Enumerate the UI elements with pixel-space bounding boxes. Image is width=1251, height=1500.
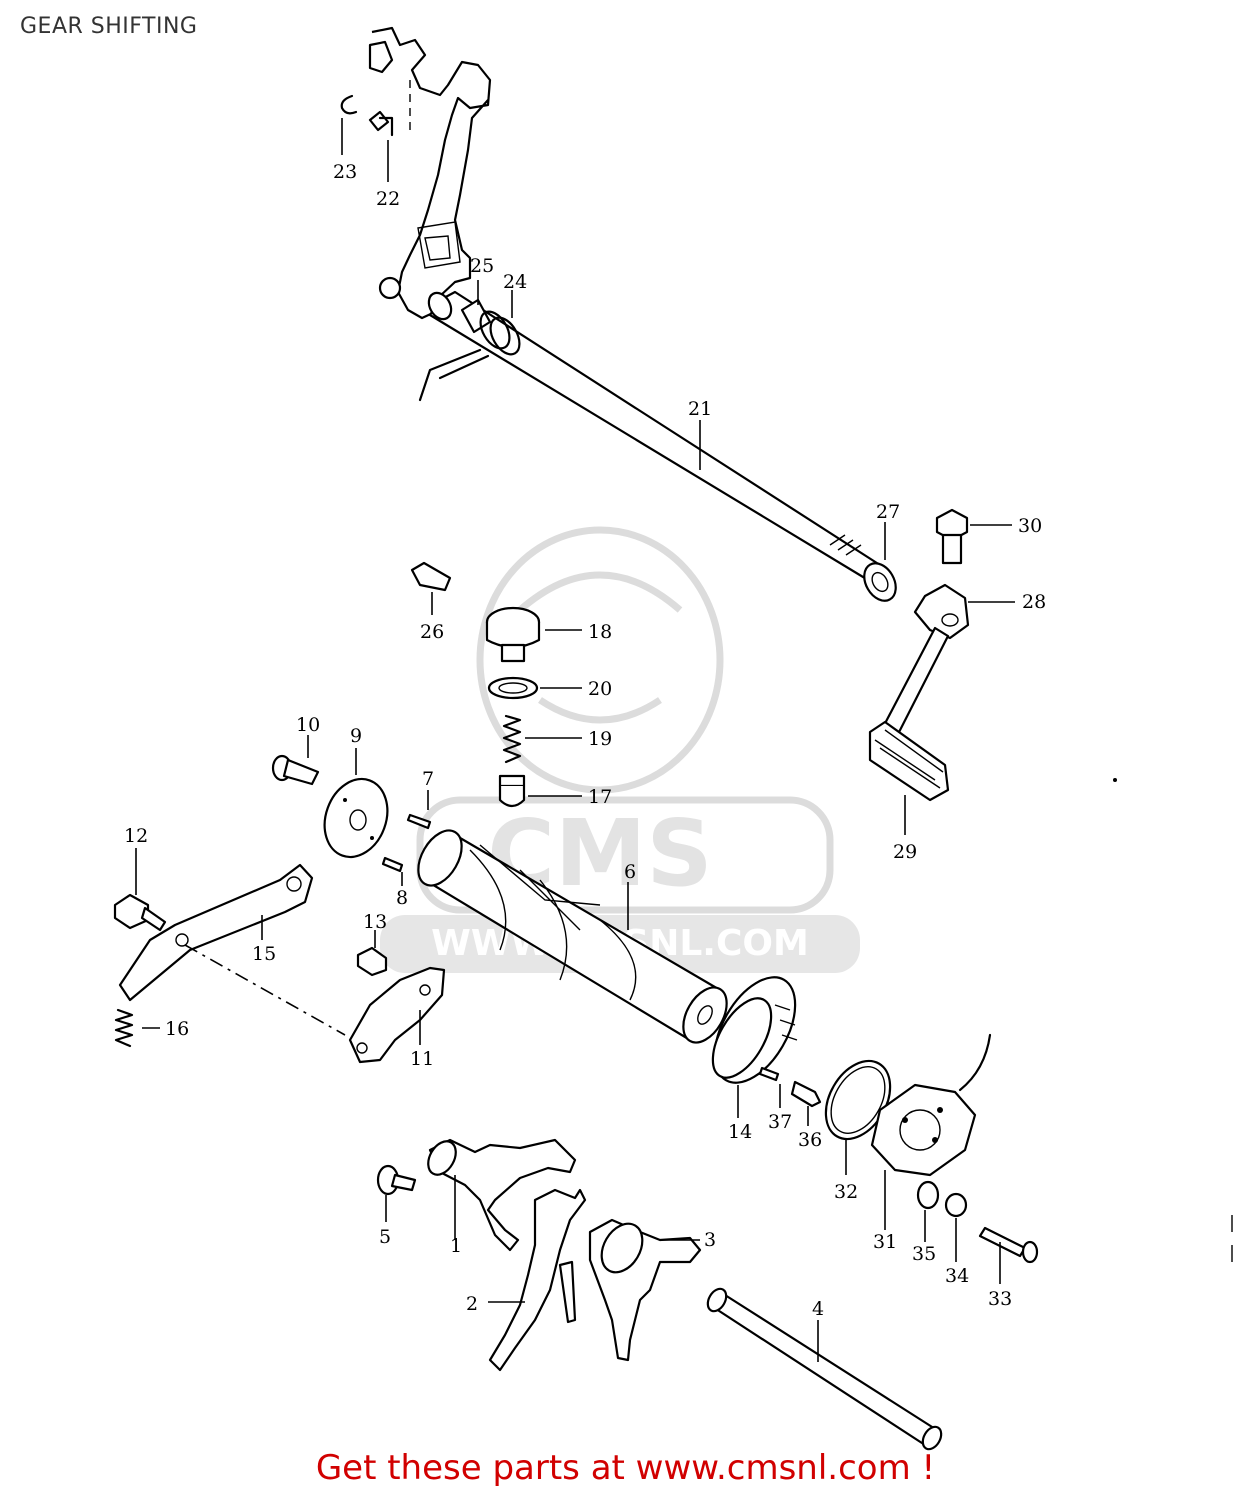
part-7-pin bbox=[406, 790, 432, 830]
part-33-screw bbox=[978, 1226, 1039, 1284]
callout-22: 22 bbox=[376, 188, 400, 210]
part-10-screw bbox=[271, 735, 320, 786]
part-23-circlip bbox=[340, 94, 358, 155]
callout-27: 27 bbox=[876, 501, 900, 523]
callout-10: 10 bbox=[296, 714, 320, 736]
part-16-spring bbox=[114, 1008, 160, 1048]
part-11-cam-driven-gear bbox=[348, 966, 446, 1064]
callout-7: 7 bbox=[422, 768, 434, 790]
part-28-gearshift-lever bbox=[878, 583, 1015, 742]
part-36-switch-contact bbox=[790, 1080, 822, 1126]
part-34-nut bbox=[944, 1192, 968, 1262]
part-21-gearshift-shaft bbox=[427, 290, 882, 582]
callout-20: 20 bbox=[588, 678, 612, 700]
part-2-shift-fork bbox=[488, 1188, 587, 1372]
callout-34: 34 bbox=[945, 1265, 969, 1287]
part-13-screw bbox=[356, 930, 388, 977]
callout-32: 32 bbox=[834, 1181, 858, 1203]
callout-8: 8 bbox=[396, 887, 408, 909]
part-27-oil-seal bbox=[863, 522, 897, 602]
callout-21: 21 bbox=[688, 398, 712, 420]
part-4-fork-shaft bbox=[706, 1287, 943, 1451]
callout-19: 19 bbox=[588, 728, 612, 750]
part-18-plug-bolt bbox=[485, 606, 582, 663]
callout-37: 37 bbox=[768, 1111, 792, 1133]
footer-link-text[interactable]: Get these parts at www.cmsnl.com ! bbox=[315, 1448, 936, 1488]
part-29-shift-rubber bbox=[868, 720, 950, 835]
part-3-shift-fork bbox=[588, 1218, 702, 1362]
callout-31: 31 bbox=[873, 1231, 897, 1253]
callout-30: 30 bbox=[1018, 515, 1042, 537]
callout-labels: 23 22 25 24 21 27 30 28 26 18 20 10 9 19… bbox=[124, 161, 1046, 1320]
callout-12: 12 bbox=[124, 825, 148, 847]
callout-28: 28 bbox=[1022, 591, 1046, 613]
part-5-bolt bbox=[376, 1164, 417, 1222]
part-24-return-spring bbox=[418, 290, 521, 402]
part-14-bearing bbox=[711, 976, 798, 1118]
page-title: GEAR SHIFTING bbox=[20, 14, 198, 39]
part-17-gearshift-cam-stopper bbox=[498, 774, 582, 808]
callout-36: 36 bbox=[798, 1129, 822, 1151]
part-26-neutral-switch bbox=[410, 561, 452, 615]
callout-4: 4 bbox=[812, 1298, 824, 1320]
callout-23: 23 bbox=[333, 161, 357, 183]
cmsnl-watermark: CMS WWW.CMSNL.COM bbox=[380, 526, 860, 973]
callout-3: 3 bbox=[704, 1229, 716, 1251]
callout-24: 24 bbox=[503, 271, 527, 293]
part-19-spring bbox=[502, 714, 582, 764]
callout-13: 13 bbox=[363, 911, 387, 933]
part-22-spring bbox=[368, 110, 394, 182]
callout-18: 18 bbox=[588, 621, 612, 643]
part-25-collar bbox=[460, 280, 492, 334]
part-9-cam-stopper-plate bbox=[323, 748, 389, 859]
callout-26: 26 bbox=[420, 621, 444, 643]
callout-6: 6 bbox=[624, 861, 636, 883]
callout-17: 17 bbox=[588, 786, 612, 808]
margin-marks bbox=[1113, 778, 1233, 1262]
part-35-washer bbox=[916, 1180, 940, 1242]
part-22-shift-pawl bbox=[368, 26, 492, 320]
callout-9: 9 bbox=[350, 725, 362, 747]
callout-33: 33 bbox=[988, 1288, 1012, 1310]
part-1-shift-fork bbox=[427, 1138, 577, 1252]
callout-2: 2 bbox=[466, 1293, 478, 1315]
callout-16: 16 bbox=[165, 1018, 189, 1040]
part-8-pin bbox=[381, 856, 404, 886]
callout-14: 14 bbox=[728, 1121, 752, 1143]
part-20-washer bbox=[487, 676, 582, 700]
part-6-gearshift-cam bbox=[417, 829, 728, 1044]
callout-25: 25 bbox=[470, 255, 494, 277]
part-12-bolt bbox=[113, 848, 167, 932]
callout-15: 15 bbox=[252, 943, 276, 965]
callout-1: 1 bbox=[450, 1235, 462, 1257]
callout-35: 35 bbox=[912, 1243, 936, 1265]
part-30-bolt bbox=[935, 508, 1012, 565]
part-15-gearshift-arm bbox=[118, 863, 346, 1036]
callout-5: 5 bbox=[379, 1226, 391, 1248]
callout-11: 11 bbox=[410, 1048, 434, 1070]
part-37-pin bbox=[758, 1066, 781, 1108]
part-31-gear-position-switch bbox=[870, 1033, 992, 1230]
callout-29: 29 bbox=[893, 841, 917, 863]
